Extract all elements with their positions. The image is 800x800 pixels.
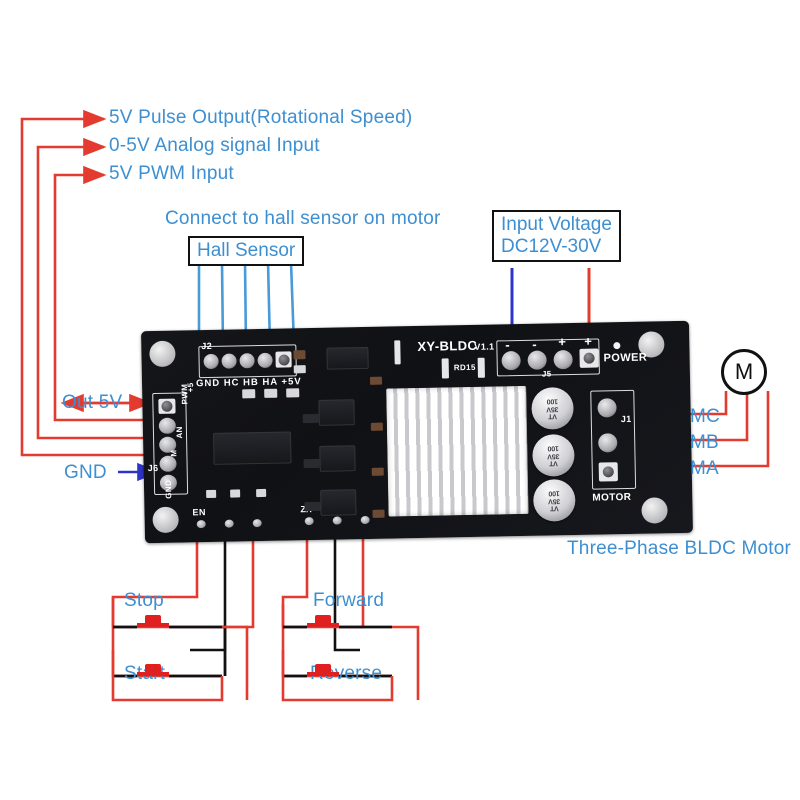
smd-capacitor	[242, 389, 256, 399]
label-pwm-input: 5V PWM Input	[109, 163, 234, 184]
input-voltage-line2: DC12V-30V	[501, 235, 602, 257]
cap-value: 100	[548, 489, 560, 497]
smd-diode	[302, 413, 319, 424]
cap-value: 100	[547, 444, 559, 452]
label-motor-caption: Three-Phase BLDC Motor	[567, 538, 792, 559]
zf-switch-wiring	[281, 518, 392, 678]
input-voltage-line1: Input Voltage	[501, 214, 612, 235]
smd-capacitor	[230, 489, 241, 498]
label-pulse-output: 5V Pulse Output(Rotational Speed)	[109, 107, 413, 128]
smd-capacitor	[206, 489, 217, 499]
label-switch-forward: Forward	[313, 590, 385, 611]
smd-diode	[303, 458, 320, 469]
label-out-5v: Out 5V	[62, 392, 123, 413]
smd-resistor	[293, 350, 306, 360]
smd-capacitor	[293, 365, 306, 374]
start-button-stem	[137, 672, 169, 676]
forward-button[interactable]	[315, 615, 331, 624]
cap-voltage: 35V	[548, 496, 561, 505]
smd-diode	[304, 501, 321, 512]
input-voltage-box: Input Voltage DC12V-30V	[492, 210, 621, 262]
cap-voltage: 35V	[547, 451, 560, 460]
label-gnd: GND	[64, 462, 107, 483]
j1-pad-ma	[598, 462, 618, 482]
smd-capacitor	[286, 388, 300, 398]
start-button[interactable]	[145, 664, 161, 673]
smd-resistor	[370, 422, 383, 431]
usb-footprint	[394, 340, 401, 365]
gate-driver-ic	[319, 445, 356, 472]
reverse-button-stem	[307, 672, 339, 676]
cap-series: VT	[550, 504, 559, 512]
resistor-rd15	[441, 358, 449, 379]
smd-resistor	[372, 509, 385, 518]
j6-pad	[158, 398, 176, 414]
forward-button-stem	[307, 623, 339, 627]
label-phase-mc: MC	[690, 406, 720, 427]
resistor-rd15	[477, 357, 485, 378]
gate-driver-ic	[318, 399, 355, 426]
smd-resistor	[369, 376, 383, 385]
stop-button-stem	[137, 623, 169, 627]
j5-pad	[579, 348, 599, 368]
mosfet	[326, 346, 369, 370]
label-analog-input: 0-5V Analog signal Input	[109, 135, 320, 156]
driver-ic	[212, 431, 292, 465]
cap-series: VT	[549, 459, 558, 467]
smd-capacitor	[264, 388, 278, 398]
label-hall-note: Connect to hall sensor on motor	[165, 208, 441, 229]
j2-pad	[275, 351, 292, 368]
label-switch-stop: Stop	[124, 590, 164, 611]
cap-voltage: 35V	[546, 404, 559, 413]
label-phase-ma: MA	[690, 458, 719, 479]
smd-capacitor	[256, 488, 267, 498]
cap-value: 100	[546, 397, 559, 405]
hall-sensor-box: Hall Sensor	[188, 236, 305, 266]
heatsink	[386, 385, 529, 517]
reverse-button[interactable]	[315, 664, 331, 673]
gate-driver-ic	[320, 489, 357, 516]
stop-button[interactable]	[145, 615, 161, 624]
switch-return-rails	[111, 597, 420, 702]
smd-resistor	[371, 467, 384, 476]
cap-series: VT	[548, 412, 558, 420]
label-phase-mb: MB	[690, 432, 719, 453]
bldc-driver-board: J2 GND HC HB HA +5V J6 +5 PWM AN M GND E…	[141, 320, 693, 544]
motor-symbol: M	[721, 349, 767, 395]
